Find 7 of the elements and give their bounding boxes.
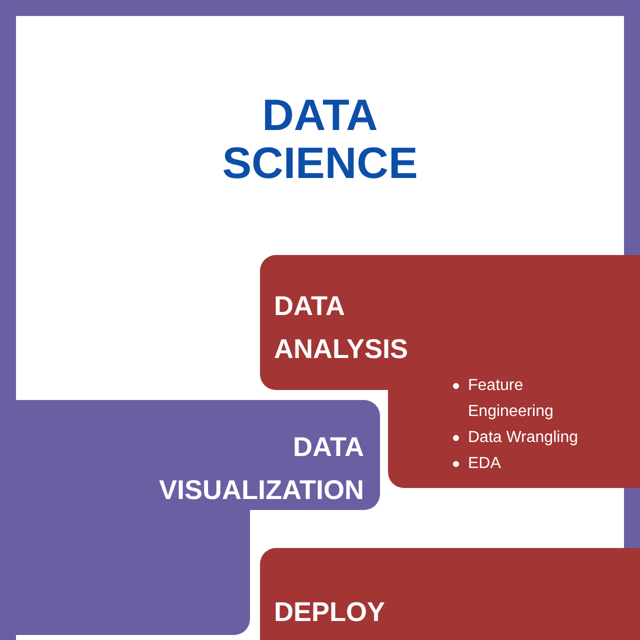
bullet-item: Data Wrangling	[468, 429, 578, 446]
bullet-item: EDA	[468, 455, 501, 472]
section-heading: DATA VISUALIZATION	[158, 431, 364, 507]
title: DATA SCIENCE	[221, 92, 419, 188]
bullet-item: Feature Engineering	[468, 377, 554, 420]
section-heading: DEPLOY	[274, 596, 386, 629]
section-heading: DATA ANALYSIS	[274, 290, 410, 366]
